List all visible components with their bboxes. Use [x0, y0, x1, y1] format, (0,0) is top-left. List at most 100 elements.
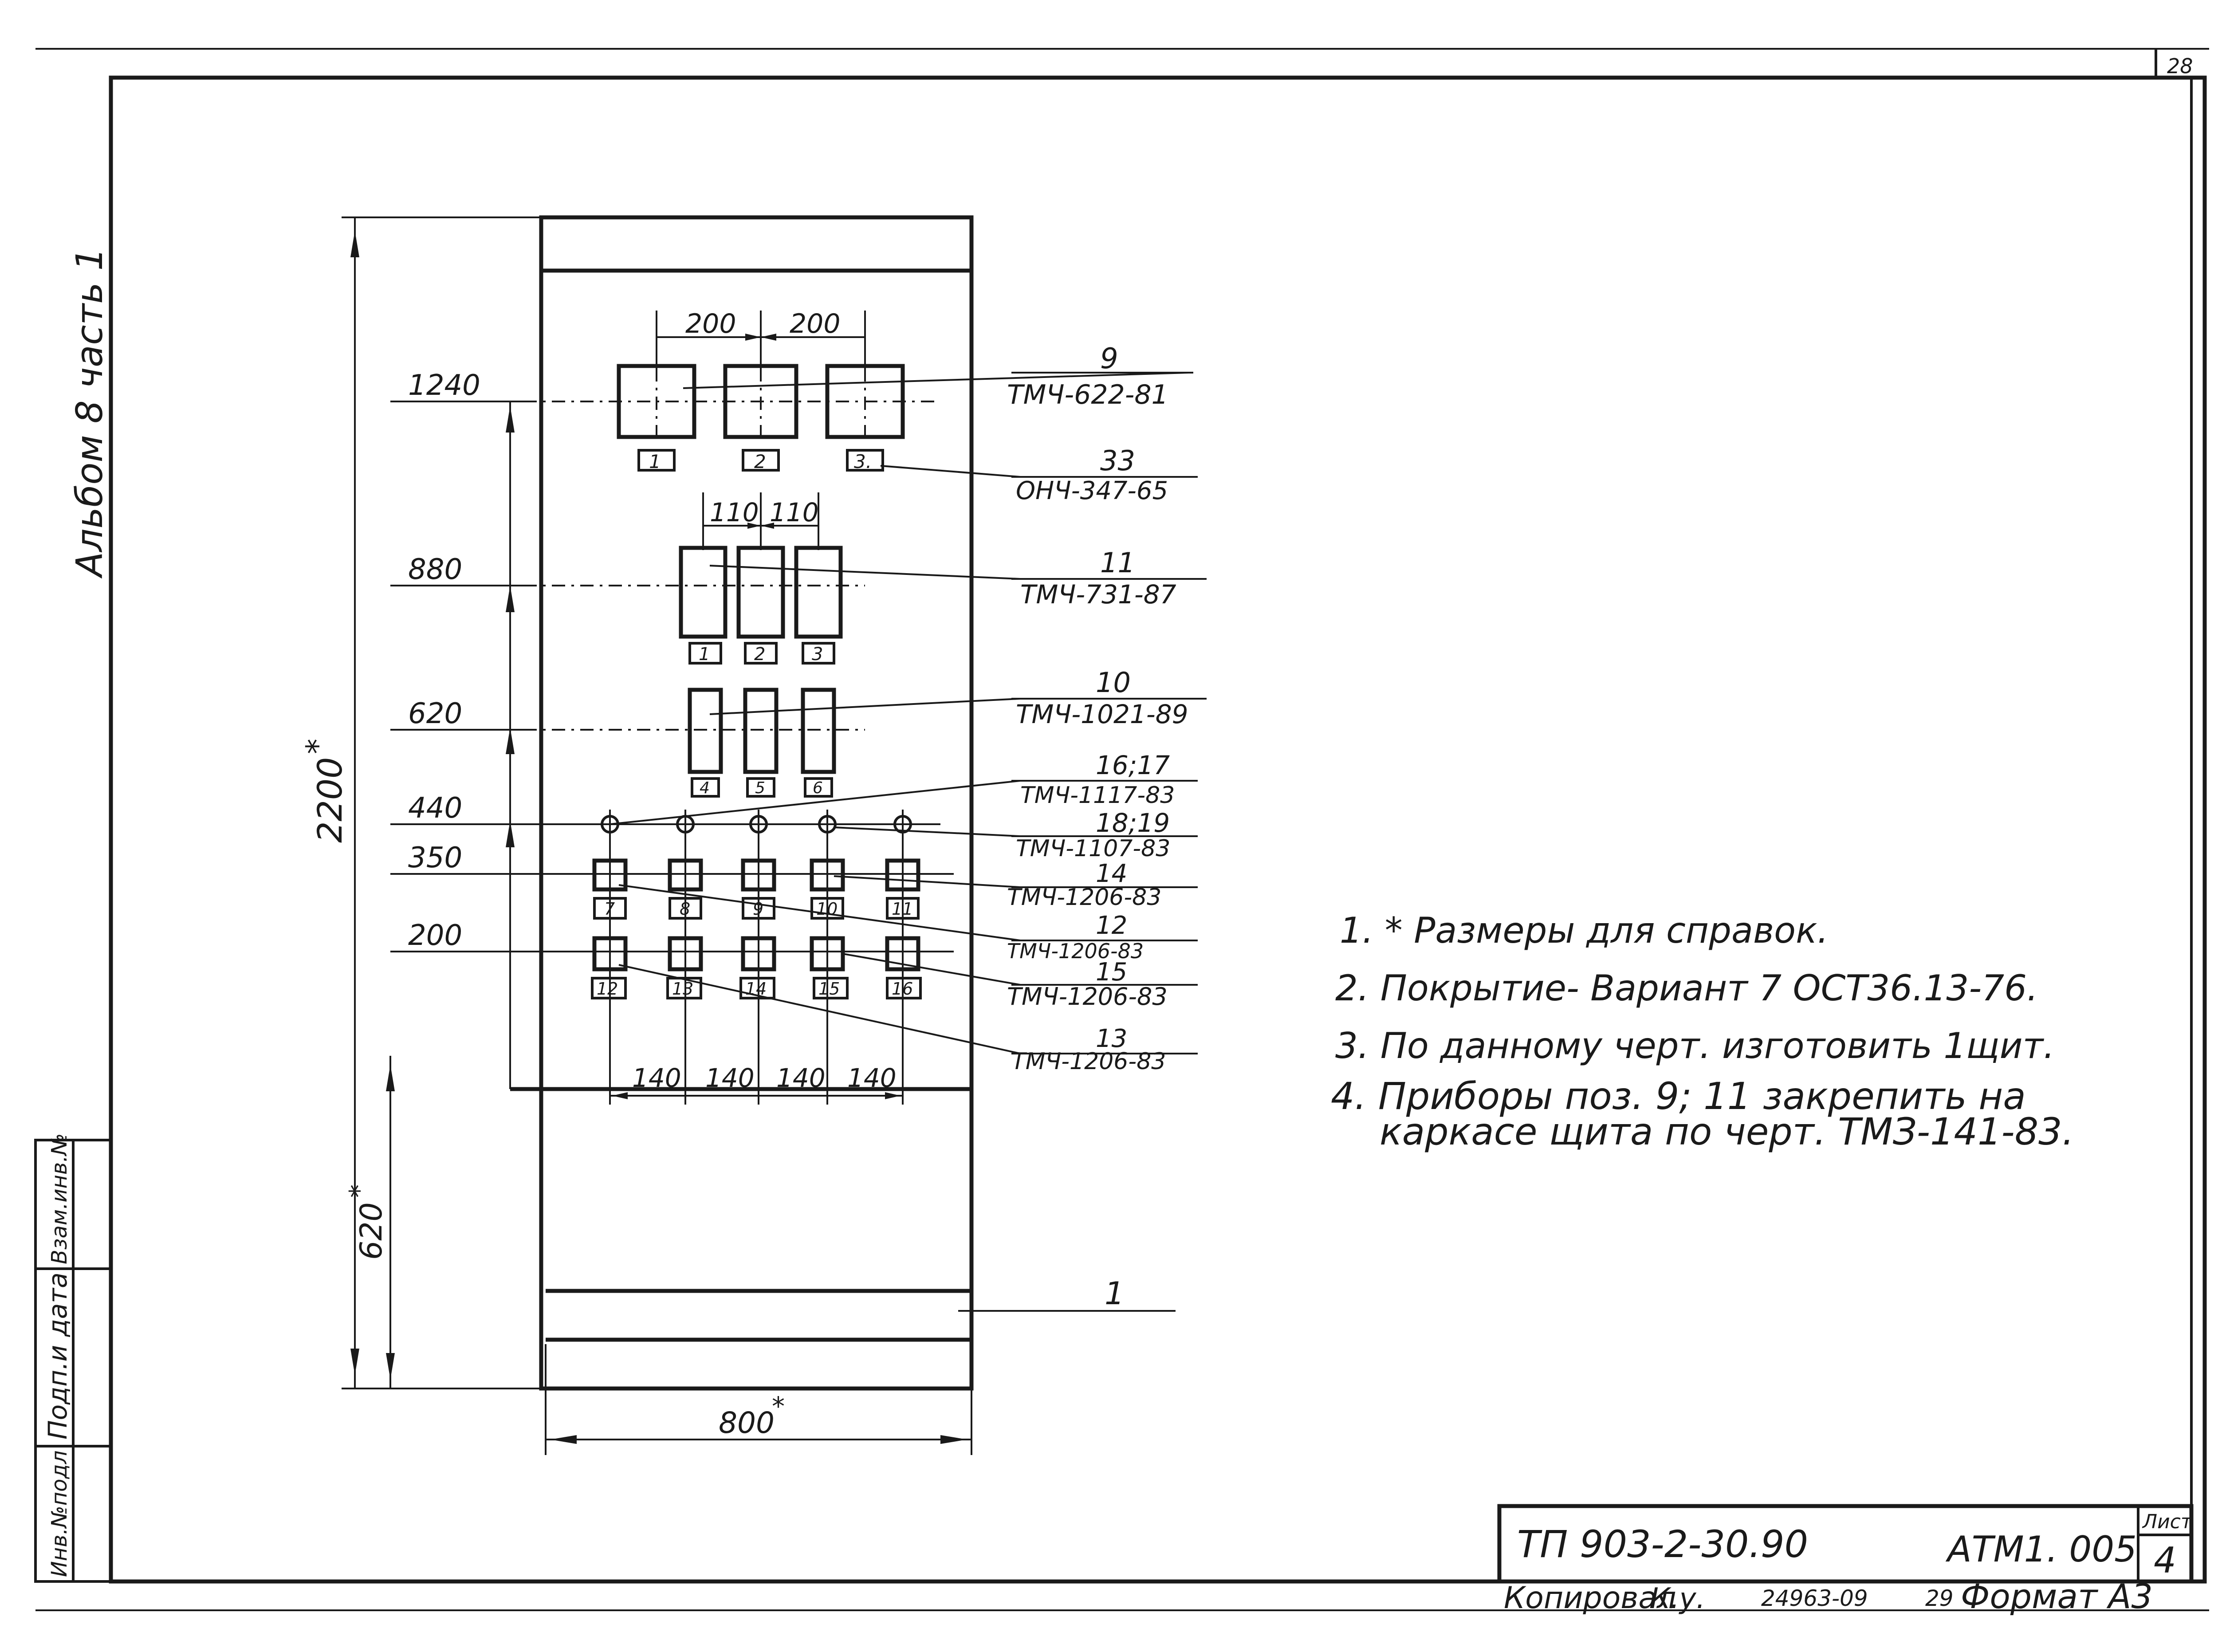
side-stamp: Инв.№подл Подп.и дата Взам.инв.№	[34, 1133, 112, 1583]
callout-13-ref: ТМЧ-1206-83	[1011, 1048, 1166, 1075]
dim-width: 800 *	[545, 1344, 972, 1455]
dim-140-a: 140	[632, 1063, 681, 1093]
dim-200-a: 200	[685, 308, 736, 339]
dim-200-b: 200	[790, 308, 841, 339]
callout-12-ref: ТМЧ-1206-83	[1007, 939, 1144, 963]
gauge-880-2	[736, 546, 785, 639]
title-block: ТП 903-2-30.90 АТМ1. 005 Лист 4 Копирова…	[1497, 1504, 2194, 1616]
stamp-podp-data: Подп.и дата	[43, 1272, 73, 1440]
note-3: 3. По данному черт. изготовить 1щит.	[1335, 1025, 2055, 1066]
dim-total-height-mark: *	[299, 739, 336, 754]
dim-140-d: 140	[847, 1063, 897, 1093]
callout-11-ref: ТМЧ-731-87	[1020, 579, 1176, 610]
level-620: 620	[390, 697, 865, 731]
top-page-number: 28	[2167, 54, 2193, 78]
tag-620-1: 4	[700, 779, 710, 797]
callout-16-17-ref: ТМЧ-1117-83	[1020, 782, 1175, 809]
tag-620-2: 5	[755, 779, 765, 797]
dim-140-c: 140	[776, 1063, 826, 1093]
dim-140-row: 140 140 140 140	[610, 1063, 903, 1099]
tag-880-1: 1	[699, 644, 710, 665]
leader-lines	[610, 372, 1189, 1312]
dim-total-height-value: 2200	[310, 757, 350, 843]
callout-33-ref: ОНЧ-347-65	[1016, 476, 1168, 505]
callout-10-ref: ТМЧ-1021-89	[1016, 699, 1188, 729]
level-350: 350	[390, 842, 954, 875]
gauge-620-2	[743, 688, 779, 774]
gauge-620-1	[688, 688, 723, 774]
dim-level-ladder	[506, 401, 515, 1089]
tag-1240-1: 1	[649, 451, 661, 472]
level-440: 440	[390, 792, 940, 825]
row-200-devices: 12 13 14 15 16	[591, 936, 922, 999]
title-sheet-label: Лист	[2142, 1510, 2193, 1533]
dim-width-mark: *	[772, 1391, 785, 1421]
dim-110-a: 110	[710, 497, 759, 527]
gauge-880-1	[679, 546, 728, 639]
row-350-devices: 7 8 9 10 11	[592, 858, 920, 920]
callout-15-pos: 15	[1096, 958, 1127, 987]
tag-880-3: 3	[812, 644, 823, 665]
callout-11-pos: 11	[1100, 547, 1135, 579]
callout-10-pos: 10	[1096, 666, 1131, 699]
sheet-frame: 28	[35, 48, 2209, 1611]
callout-16-17-pos: 16;17	[1096, 750, 1170, 780]
stamp-vzam-inv: Взам.инв.№	[47, 1133, 72, 1264]
dim-width-value: 800	[719, 1406, 775, 1440]
panel-outline	[510, 215, 974, 1391]
dim-110-b: 110	[770, 497, 819, 527]
note-4: 4. Приборы поз. 9; 11 закрепить на	[1331, 1074, 2026, 1118]
dim-total-height: 2200 *	[299, 216, 541, 1389]
row-620-gauges: 4 5 6	[688, 688, 836, 798]
stamp-inv-podl: Инв.№подл	[47, 1451, 72, 1577]
callout-9-pos: 9	[1100, 342, 1118, 375]
level-1240: 1240	[390, 369, 936, 402]
tag-1240-2: 2	[754, 451, 766, 472]
row-880-gauges: 110 110 1 2 3	[679, 492, 843, 665]
tag-880-2: 2	[754, 644, 765, 665]
dim-lower-height-mark: *	[344, 1184, 375, 1198]
title-copied-sig: К.у.	[1650, 1582, 1705, 1615]
callout-9-ref: ТМЧ-622-81	[1007, 379, 1168, 410]
callouts: 9 ТМЧ-622-81 33 ОНЧ-347-65 11 ТМЧ-731-87…	[1007, 342, 1207, 1312]
title-archive-sheet: 29	[1925, 1585, 1954, 1611]
callout-14-pos: 14	[1096, 859, 1127, 888]
callout-18-19-pos: 18;19	[1096, 808, 1170, 838]
callout-33-pos: 33	[1100, 444, 1135, 477]
callout-15-ref: ТМЧ-1206-83	[1007, 983, 1168, 1011]
level-440-value: 440	[408, 792, 462, 825]
tag-200-1: 12	[597, 979, 618, 999]
callout-18-19-ref: ТМЧ-1107-83	[1016, 835, 1170, 862]
tag-1240-3: 3.	[854, 451, 872, 472]
callout-13-pos: 13	[1096, 1024, 1127, 1053]
dim-lower-height-value: 620	[354, 1202, 389, 1260]
note-4-cont: каркасе щита по черт. ТМЗ-141-83.	[1380, 1110, 2074, 1153]
level-350-value: 350	[408, 842, 462, 874]
level-200-value: 200	[408, 919, 462, 952]
level-880: 880	[390, 553, 865, 586]
callout-12-pos: 12	[1096, 911, 1127, 940]
album-label: Альбом 8 часть 1	[69, 248, 111, 579]
title-format: Формат А3	[1961, 1577, 2153, 1616]
lower-centerlines	[609, 810, 904, 1105]
level-1240-value: 1240	[408, 369, 480, 402]
dim-140-b: 140	[705, 1063, 755, 1093]
notes: 1. * Размеры для справок. 2. Покрытие- В…	[1331, 910, 2074, 1153]
level-880-value: 880	[408, 553, 462, 586]
level-200: 200	[390, 919, 954, 952]
title-doc-code: АТМ1. 005	[1945, 1529, 2137, 1570]
gauge-620-3	[801, 688, 836, 774]
tag-200-2: 13	[672, 979, 693, 999]
tag-620-3: 6	[813, 779, 823, 797]
title-project: ТП 903-2-30.90	[1517, 1522, 1808, 1566]
row-1240-gauges: 200 200 1 2 3.	[617, 308, 905, 472]
gauge-880-3	[794, 546, 843, 639]
title-sheet-number: 4	[2154, 1540, 2176, 1581]
note-1: 1. * Размеры для справок.	[1340, 910, 1829, 951]
title-copied-label: Копировал	[1504, 1581, 1676, 1616]
dim-lower-height: 620 *	[344, 1056, 395, 1388]
title-archive-no: 24963-09	[1761, 1585, 1868, 1611]
note-2: 2. Покрытие- Вариант 7 ОСТ36.13-76.	[1335, 968, 2038, 1009]
callout-14-ref: ТМЧ-1206-83	[1007, 884, 1161, 911]
callout-frame-pos: 1	[1105, 1275, 1125, 1312]
